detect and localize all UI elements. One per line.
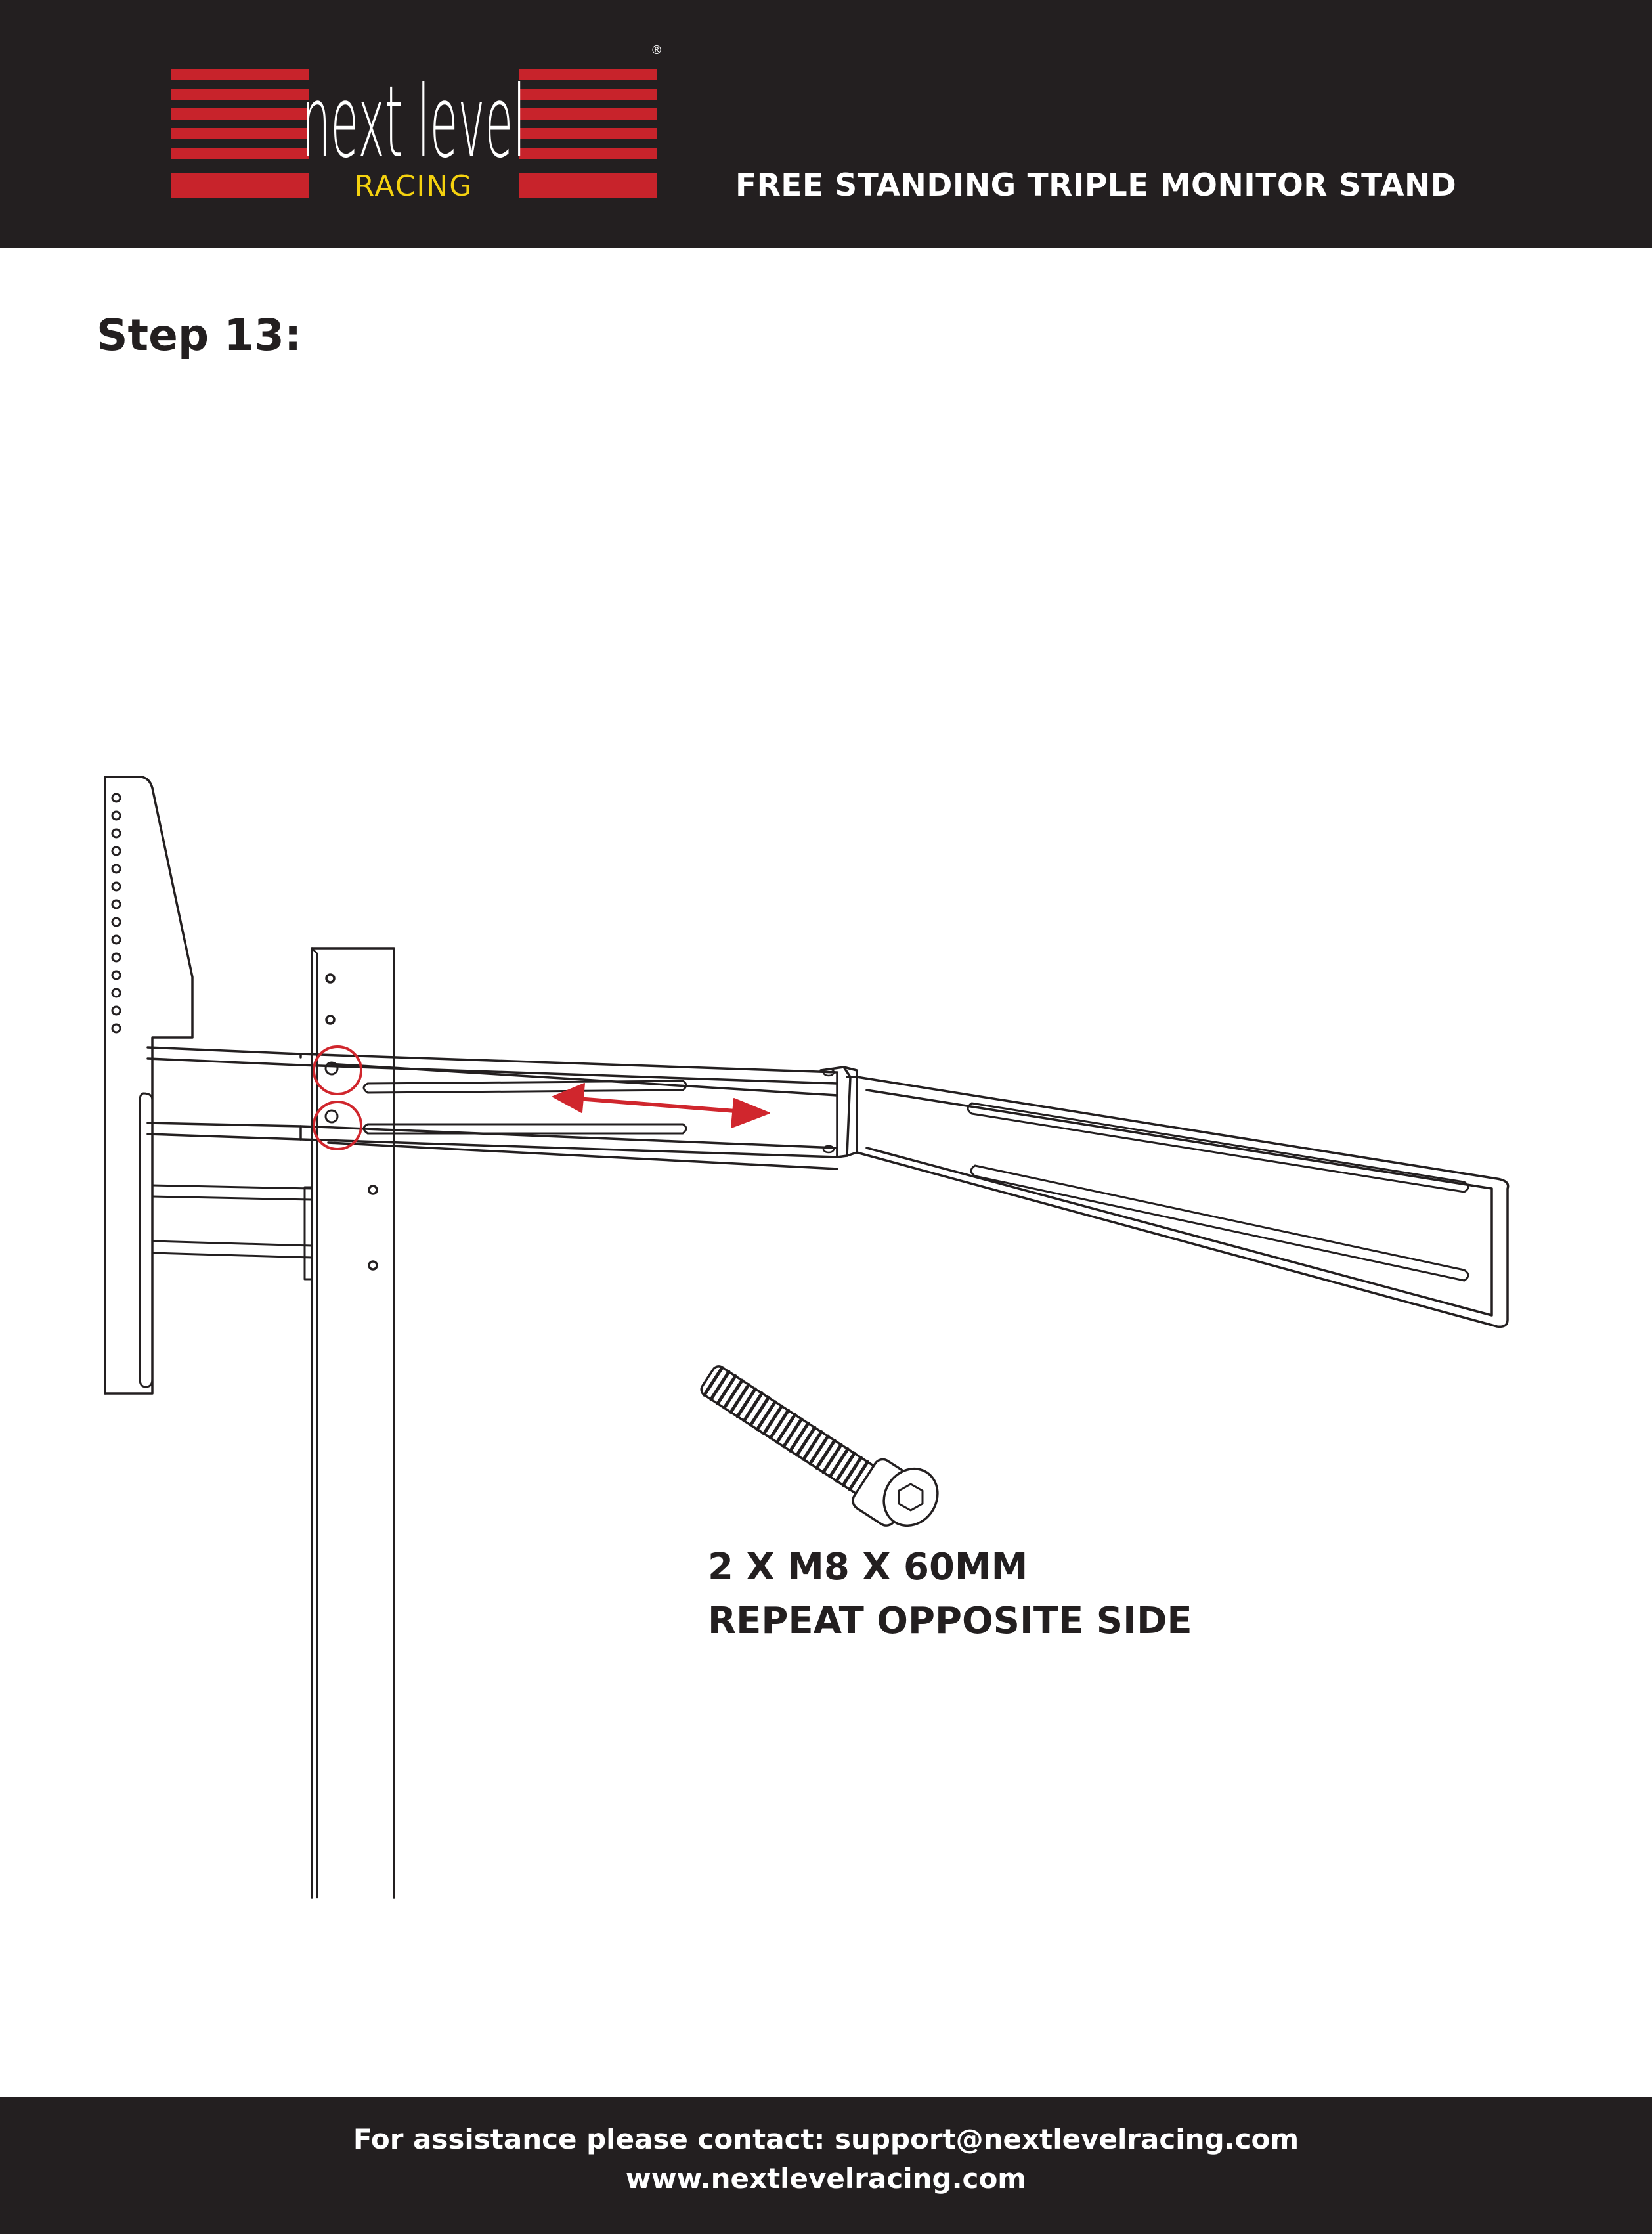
extension-rail-upper <box>146 1046 838 1097</box>
document-title: FREE STANDING TRIPLE MONITOR STAND <box>735 167 1457 204</box>
footer-band: For assistance please contact: support@n… <box>0 2097 1652 2234</box>
vertical-post <box>303 947 395 1899</box>
header-band: next level RACING ® FREE STANDING TRIPLE… <box>0 0 1652 248</box>
bolt-icon <box>700 1365 939 1527</box>
bolt-position-circle-icon <box>313 1045 362 1150</box>
hinge <box>819 1066 858 1158</box>
parts-callout: 2 X M8 X 60MM REPEAT OPPOSITE SIDE <box>708 1541 1192 1648</box>
next-level-racing-logo: next level RACING ® <box>171 43 663 203</box>
monitor-bracket <box>104 776 194 1395</box>
side-arm <box>846 1076 1510 1328</box>
registered-mark: ® <box>651 43 663 57</box>
logo-brand-word: next level <box>301 64 525 180</box>
support-contact: For assistance please contact: support@n… <box>353 2123 1299 2155</box>
adjust-arrow-icon <box>552 1083 770 1128</box>
step-title: Step 13: <box>97 310 302 361</box>
repeat-instruction: REPEAT OPPOSITE SIDE <box>708 1600 1192 1642</box>
parts-quantity: 2 X M8 X 60MM <box>708 1546 1028 1588</box>
assembly-diagram <box>104 776 1510 1899</box>
logo-brand-sub: RACING <box>355 169 473 203</box>
bracket-holes <box>111 793 121 1034</box>
extension-rail-lower <box>146 1122 838 1170</box>
website-link[interactable]: www.nextlevelracing.com <box>625 2162 1027 2195</box>
